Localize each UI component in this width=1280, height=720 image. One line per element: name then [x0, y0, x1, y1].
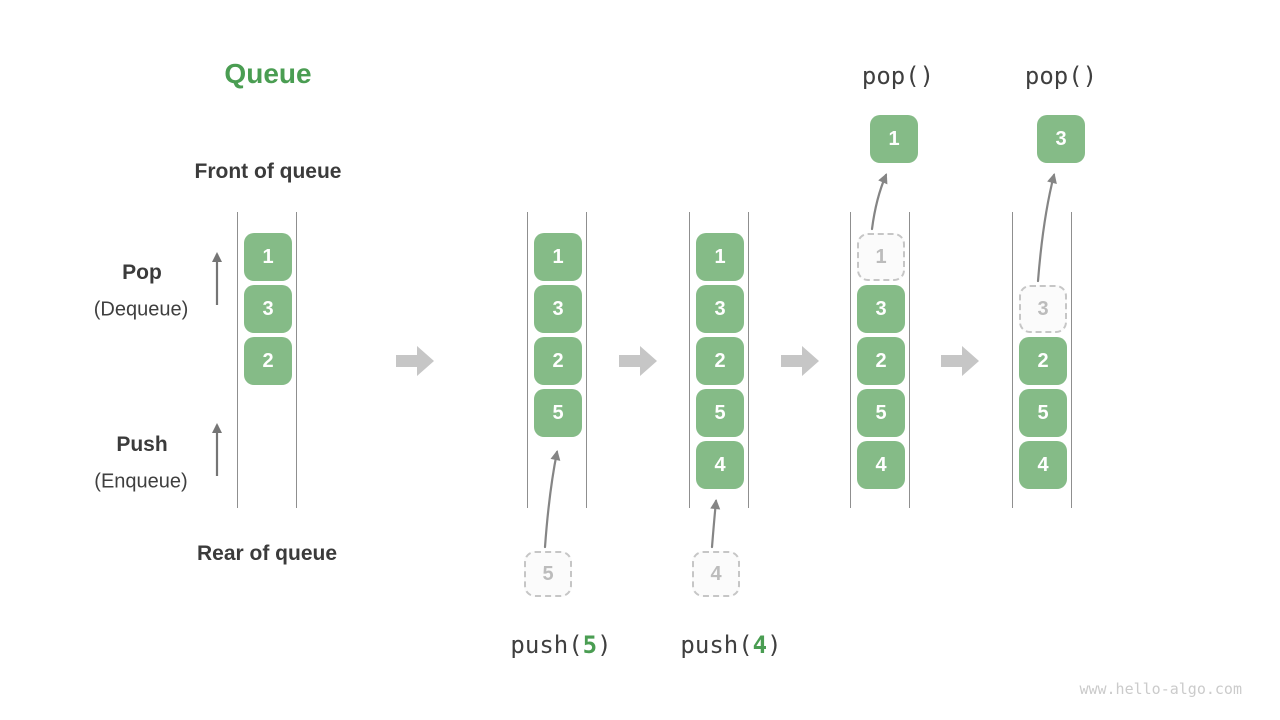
pop-label: Pop [122, 261, 162, 284]
popped-item: 3 [1037, 115, 1085, 163]
popped-item: 1 [870, 115, 918, 163]
push-call-suffix: ) [597, 631, 612, 659]
flow-arrow-icon [941, 346, 979, 376]
push-call-prefix: push( [510, 631, 583, 659]
queue-item: 2 [696, 337, 744, 385]
push5-call-label: push(5) [510, 631, 611, 659]
queue-rails-state2 [527, 212, 587, 508]
flow-arrow-icon [781, 346, 819, 376]
enqueue-label: (Enqueue) [94, 470, 188, 493]
queue-item: 2 [1019, 337, 1067, 385]
queue-item: 1 [696, 233, 744, 281]
queue-item: 3 [244, 285, 292, 333]
queue-rails-state4 [850, 212, 910, 508]
queue-item: 3 [857, 285, 905, 333]
queue-item: 3 [696, 285, 744, 333]
removed-ghost-item: 3 [1019, 285, 1067, 333]
queue-item: 1 [534, 233, 582, 281]
flow-arrow-icon [619, 346, 657, 376]
queue-item: 4 [857, 441, 905, 489]
queue-item: 1 [244, 233, 292, 281]
push4-call-label: push(4) [680, 631, 781, 659]
queue-rails-state3 [689, 212, 749, 508]
diagram-title: Queue [224, 58, 312, 89]
incoming-ghost-item: 4 [692, 551, 740, 597]
pop-call-label: pop() [861, 62, 935, 90]
queue-item: 5 [534, 389, 582, 437]
front-of-queue-label: Front of queue [194, 160, 342, 183]
push-call-suffix: ) [767, 631, 782, 659]
queue-item: 2 [244, 337, 292, 385]
removed-ghost-item: 1 [857, 233, 905, 281]
queue-item: 5 [1019, 389, 1067, 437]
dequeue-label: (Dequeue) [93, 298, 189, 321]
queue-rails-state1 [237, 212, 297, 508]
incoming-ghost-item: 5 [524, 551, 572, 597]
rear-of-queue-label: Rear of queue [196, 542, 338, 565]
queue-item: 5 [696, 389, 744, 437]
queue-item: 4 [696, 441, 744, 489]
queue-item: 5 [857, 389, 905, 437]
queue-item: 2 [857, 337, 905, 385]
queue-item: 4 [1019, 441, 1067, 489]
push-call-arg: 5 [582, 631, 598, 659]
queue-item: 2 [534, 337, 582, 385]
flow-arrow-icon [396, 346, 434, 376]
queue-item: 3 [534, 285, 582, 333]
queue-rails-state5 [1012, 212, 1072, 508]
watermark: www.hello-algo.com [1079, 680, 1242, 698]
push-call-arg: 4 [752, 631, 768, 659]
pop-call-label: pop() [1024, 62, 1098, 90]
push-label: Push [116, 433, 168, 456]
push-call-prefix: push( [680, 631, 753, 659]
